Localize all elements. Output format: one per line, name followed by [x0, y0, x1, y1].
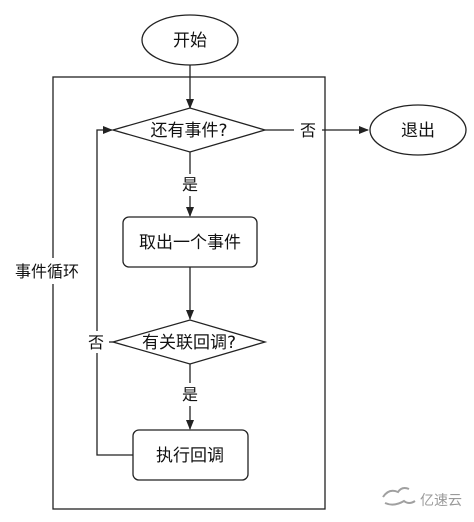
process-take-event-label: 取出一个事件 [139, 233, 241, 253]
edge-label-yes-2: 是 [182, 385, 198, 404]
decision-has-event-label: 还有事件? [150, 121, 227, 141]
start-node-label: 开始 [173, 31, 207, 51]
decision-has-callback [110, 319, 268, 365]
exit-node-label: 退出 [401, 121, 435, 141]
event-loop-label-bg [6, 258, 94, 284]
edge-label-no-2: 否 [88, 333, 104, 352]
process-run-callback-label: 执行回调 [156, 446, 224, 466]
exit-node [369, 104, 467, 156]
edge-label-yes-1: 是 [182, 175, 198, 194]
decision-has-callback-label: 有关联回调? [142, 333, 236, 353]
yisu-cloud-logo-icon [382, 487, 416, 506]
edge-label-no-1-bg [296, 118, 320, 142]
edge-label-no-2-bg [85, 331, 109, 353]
watermark: 亿速云 [382, 487, 462, 509]
edge-label-no-1: 否 [300, 121, 316, 140]
event-loop-label: 事件循环 [15, 262, 79, 281]
watermark-text: 亿速云 [420, 493, 462, 509]
edge-loop-back [96, 126, 133, 456]
event-loop-frame [52, 76, 326, 510]
